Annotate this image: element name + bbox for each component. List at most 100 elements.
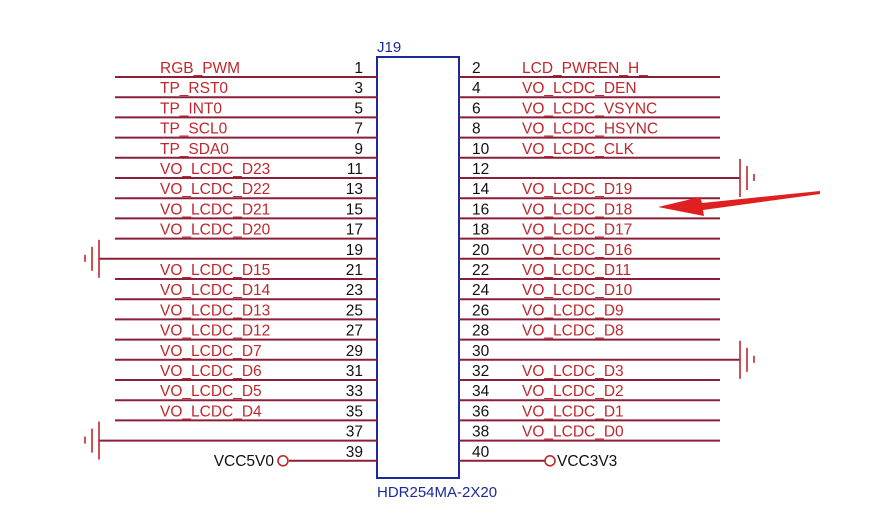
pin-number: 23 <box>346 282 363 299</box>
power-net-label: VCC3V3 <box>557 453 617 470</box>
pin-row-2: LCD_PWREN_H_ 2 <box>459 60 720 78</box>
highlight-arrow <box>658 191 820 216</box>
pin-number: 39 <box>346 444 363 461</box>
net-label: VO_LCDC_D9 <box>522 302 624 319</box>
net-label: VO_LCDC_DEN <box>522 80 637 97</box>
connector-body <box>376 56 460 479</box>
net-label: VO_LCDC_D22 <box>160 181 270 198</box>
pin-row-36: VO_LCDC_D1 36 <box>459 403 720 422</box>
net-label: VO_LCDC_D6 <box>160 363 262 380</box>
net-label: VO_LCDC_D7 <box>160 343 262 360</box>
pin-number: 35 <box>346 403 363 420</box>
pin-row-9: TP_SDA0 9 <box>115 141 377 159</box>
pin-number: 15 <box>346 201 363 218</box>
pin-number: 37 <box>346 424 363 441</box>
net-label: VO_LCDC_D12 <box>160 323 270 340</box>
pin-row-21: VO_LCDC_D15 21 <box>115 262 377 280</box>
pin-row-17: VO_LCDC_D20 17 <box>115 222 377 240</box>
pin-row-35: VO_LCDC_D4 35 <box>115 403 377 422</box>
pin-number: 32 <box>472 363 489 380</box>
net-label: VO_LCDC_D5 <box>160 383 262 400</box>
net-label: VO_LCDC_D2 <box>522 383 624 400</box>
net-label: VO_LCDC_CLK <box>522 141 635 158</box>
pin-number: 24 <box>472 282 490 299</box>
pin-number: 3 <box>354 80 363 97</box>
ground-icon <box>84 421 100 460</box>
pin-row-23: VO_LCDC_D14 23 <box>115 282 377 301</box>
pin-number: 1 <box>354 60 363 77</box>
pin-number: 21 <box>346 262 363 279</box>
pin-row-15: VO_LCDC_D21 15 <box>115 201 377 220</box>
net-label: VO_LCDC_D21 <box>160 201 270 218</box>
pin-number: 20 <box>472 242 490 259</box>
pin-row-38: VO_LCDC_D0 38 <box>459 424 720 442</box>
net-label: VO_LCDC_D8 <box>522 323 624 340</box>
pin-number: 14 <box>472 181 490 198</box>
net-label: VO_LCDC_D13 <box>160 302 270 319</box>
net-label: VO_LCDC_D0 <box>522 424 624 441</box>
ground-icon <box>84 239 100 278</box>
ground-icon <box>739 340 755 379</box>
net-label: VO_LCDC_D10 <box>522 282 633 299</box>
power-port-icon <box>544 454 556 467</box>
pin-number: 27 <box>346 323 363 340</box>
pin-number: 7 <box>354 121 363 138</box>
pin-number: 36 <box>472 403 489 420</box>
pin-row-32: VO_LCDC_D3 32 <box>459 363 720 381</box>
net-label: VO_LCDC_D11 <box>522 262 631 279</box>
net-label: VO_LCDC_D1 <box>522 403 624 420</box>
pin-row-24: VO_LCDC_D10 24 <box>459 282 720 301</box>
pin-number: 33 <box>346 383 363 400</box>
net-label: TP_SDA0 <box>160 141 229 158</box>
pin-number: 13 <box>346 181 363 198</box>
pin-number: 28 <box>472 323 489 340</box>
pin-row-26: VO_LCDC_D9 26 <box>459 302 720 321</box>
pin-number: 17 <box>346 222 363 239</box>
net-label: TP_SCL0 <box>160 121 228 138</box>
net-label: VO_LCDC_D15 <box>160 262 270 279</box>
net-label: VO_LCDC_D14 <box>160 282 271 299</box>
net-label: VO_LCDC_D3 <box>522 363 624 380</box>
designator-label: J19 <box>377 39 401 56</box>
power-net-label: VCC5V0 <box>214 453 275 470</box>
pin-number: 31 <box>346 363 363 380</box>
pin-row-28: VO_LCDC_D8 28 <box>459 323 720 341</box>
pin-number: 26 <box>472 302 489 319</box>
pin-row-27: VO_LCDC_D12 27 <box>115 323 377 341</box>
pin-row-30: 30 <box>459 343 740 361</box>
net-label: VO_LCDC_HSYNC <box>522 121 658 138</box>
net-label: VO_LCDC_VSYNC <box>522 100 657 117</box>
pin-row-13: VO_LCDC_D22 13 <box>115 181 377 200</box>
net-label: VO_LCDC_D4 <box>160 403 262 420</box>
pin-row-31: VO_LCDC_D6 31 <box>115 363 377 381</box>
pin-row-20: VO_LCDC_D16 20 <box>459 242 720 260</box>
pin-number: 29 <box>346 343 363 360</box>
net-label: LCD_PWREN_H_ <box>522 60 648 77</box>
pin-number: 2 <box>472 60 481 77</box>
pin-number: 11 <box>347 161 363 178</box>
net-label: VO_LCDC_D20 <box>160 222 271 239</box>
pin-row-39: VCC5V0 39 <box>214 444 377 470</box>
pin-number: 22 <box>472 262 489 279</box>
pin-number: 38 <box>472 424 489 441</box>
pin-row-37: 37 <box>99 424 377 442</box>
pin-number: 34 <box>472 383 490 400</box>
pin-number: 9 <box>354 141 363 158</box>
net-label: VO_LCDC_D19 <box>522 181 632 198</box>
pin-number: 6 <box>472 100 481 117</box>
pin-number: 8 <box>472 121 481 138</box>
pin-row-34: VO_LCDC_D2 34 <box>459 383 720 402</box>
pin-row-6: VO_LCDC_VSYNC 6 <box>459 100 720 119</box>
pin-row-29: VO_LCDC_D7 29 <box>115 343 377 361</box>
net-label: VO_LCDC_D16 <box>522 242 632 259</box>
net-label: TP_INT0 <box>160 100 222 117</box>
